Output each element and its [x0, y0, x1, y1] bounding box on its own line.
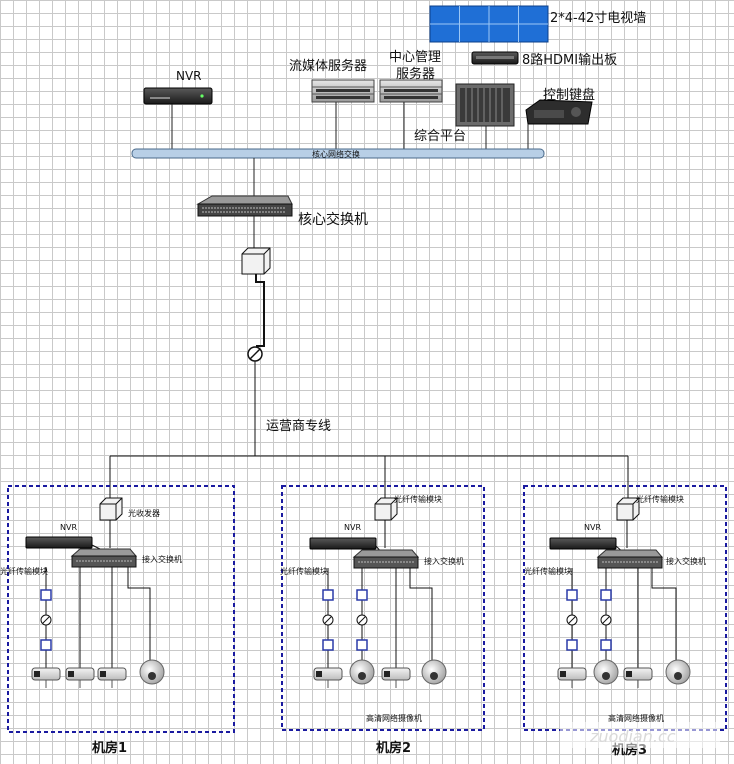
bullet-camera [381, 667, 411, 688]
room-2: 光纤传输模块 NVR 接入交换机 光纤传输模块 [280, 485, 485, 756]
server-drop-lines [171, 102, 529, 149]
room-1: 光收发器 NVR 接入交换机 光纤传输模块 [0, 485, 235, 756]
fiber-coupler-icon [247, 346, 263, 362]
room-boundary [523, 485, 727, 731]
room-nvr [25, 536, 93, 549]
dome-camera [665, 659, 691, 685]
room-access-switch-label: 接入交换机 [142, 554, 182, 564]
media-server [311, 79, 375, 103]
room-camera-wiring [45, 567, 151, 668]
room-nvr-label: NVR [584, 523, 601, 532]
room-fiber-module-label: 光纤传输模块 [524, 566, 572, 576]
room-fiber-chain [566, 589, 612, 651]
mgmt-server-label-1: 中心管理 [389, 50, 441, 65]
media-server-label: 流媒体服务器 [289, 58, 367, 74]
room-access-switch [596, 549, 664, 569]
integrated-platform [455, 83, 515, 127]
watermark: zuodian.cc [589, 727, 676, 746]
distribution-trunk [109, 455, 629, 498]
room-camera-label: 高清网络摄像机 [366, 713, 422, 723]
room-uplink-label: 光收发器 [128, 508, 160, 518]
room-nvr [549, 537, 617, 550]
room-name: 机房2 [376, 740, 411, 756]
room-camera-wiring [327, 568, 433, 668]
room-camera-label: 高清网络摄像机 [608, 713, 664, 723]
room-boundary [7, 485, 235, 733]
hdmi-output-board [471, 51, 519, 65]
dome-camera [139, 659, 165, 685]
watermark-backdrop [560, 722, 720, 748]
room-camera-wiring [571, 568, 677, 668]
control-keyboard-label: 控制键盘 [543, 87, 595, 103]
central-nvr-label: NVR [176, 69, 202, 83]
dome-camera [593, 659, 619, 685]
room-access-switch-label: 接入交换机 [424, 556, 464, 566]
room-fiber-module-label: 光纤传输模块 [280, 566, 328, 576]
room-boundary [281, 485, 485, 731]
mgmt-server-label-2: 服务器 [396, 66, 435, 82]
backbone-bus [131, 148, 545, 159]
room-fiber-module-label: 光纤传输模块 [0, 566, 48, 576]
room-access-switch [352, 549, 420, 569]
room-uplink-transceiver [99, 497, 123, 521]
bullet-camera [31, 667, 61, 688]
bullet-camera [313, 667, 343, 688]
room-access-switch-label: 接入交换机 [666, 556, 706, 566]
core-fiber-transceiver [241, 247, 271, 275]
management-server [379, 79, 443, 103]
dome-camera [349, 659, 375, 685]
room-uplink-transceiver [616, 497, 640, 521]
backbone-bus-label: 核心网络交换 [312, 149, 360, 159]
room-name: 机房1 [92, 740, 127, 756]
core-switch-label: 核心交换机 [298, 211, 368, 228]
central-nvr [143, 87, 213, 105]
dome-camera [421, 659, 447, 685]
room-uplink-label: 光纤传输模块 [394, 494, 442, 504]
leased-fiber-line [255, 274, 265, 347]
bullet-camera [65, 667, 95, 688]
control-keyboard [525, 99, 593, 125]
leased-line-label: 运营商专线 [266, 419, 331, 434]
bullet-camera [97, 667, 127, 688]
room-uplink-label: 光纤传输模块 [636, 494, 684, 504]
room-uplink-transceiver [374, 497, 398, 521]
platform-label: 综合平台 [414, 129, 466, 144]
room-nvr-label: NVR [60, 523, 77, 532]
bullet-camera [557, 667, 587, 688]
room-nvr [309, 537, 377, 550]
room-3: 光纤传输模块 NVR 接入交换机 光纤传输模块 [523, 485, 727, 758]
room-access-switch [70, 548, 138, 568]
room-fiber-chain [40, 589, 52, 651]
video-wall [429, 5, 549, 43]
bullet-camera [623, 667, 653, 688]
room-fiber-chain [322, 589, 368, 651]
room-nvr-label: NVR [344, 523, 361, 532]
hdmi-board-label: 8路HDMI输出板 [522, 52, 617, 68]
core-switch [196, 195, 293, 217]
video-wall-label: 2*4-42寸电视墙 [550, 11, 646, 26]
